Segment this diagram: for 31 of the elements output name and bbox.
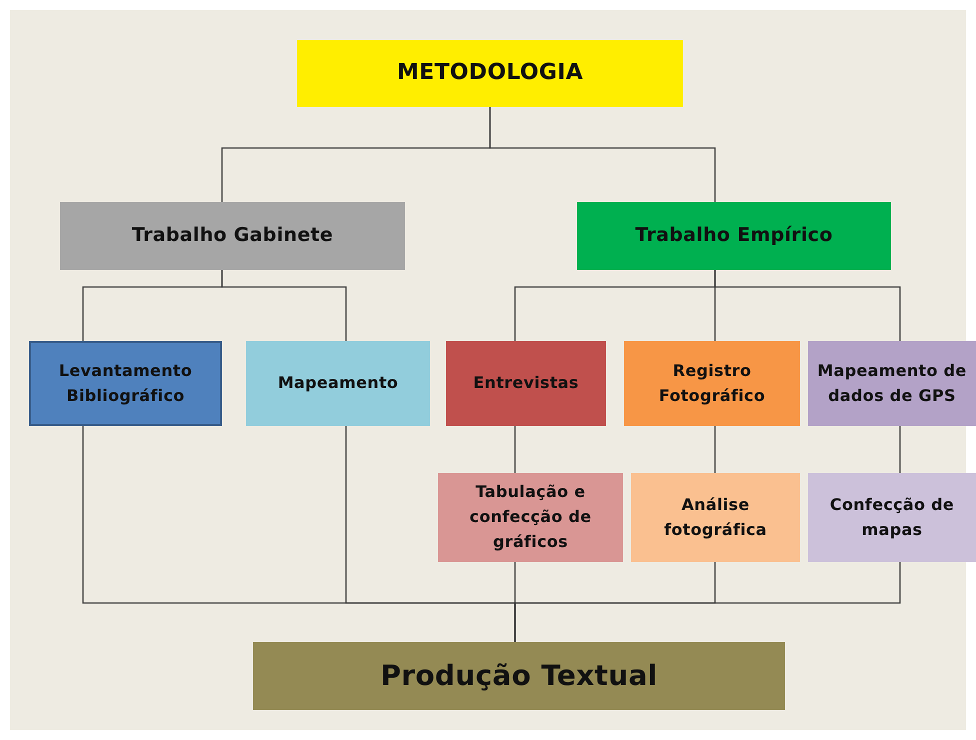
box-label: Registro Fotográfico bbox=[658, 360, 766, 406]
box-label: Mapeamento bbox=[278, 372, 398, 394]
box-label: Trabalho Gabinete bbox=[132, 223, 334, 248]
process-box bbox=[253, 642, 785, 710]
process-box bbox=[631, 473, 800, 562]
process-box bbox=[577, 202, 891, 270]
process-box bbox=[808, 473, 976, 562]
process-box bbox=[808, 341, 976, 426]
connector-line bbox=[714, 270, 901, 341]
process-box bbox=[29, 341, 222, 426]
process-box bbox=[438, 473, 623, 562]
connector-line bbox=[514, 426, 516, 473]
process-box bbox=[246, 341, 430, 426]
connector-line bbox=[899, 426, 901, 473]
connector-line bbox=[714, 426, 716, 473]
box-label: Confecção de mapas bbox=[828, 494, 956, 540]
process-box bbox=[60, 202, 405, 270]
box-label: Entrevistas bbox=[473, 372, 579, 394]
box-label: METODOLOGIA bbox=[396, 59, 584, 88]
connector-line bbox=[221, 270, 347, 341]
box-label: Tabulação e confecção de gráficos bbox=[468, 481, 592, 553]
connector-line bbox=[514, 562, 901, 642]
process-box bbox=[446, 341, 606, 426]
box-label: Produção Textual bbox=[380, 658, 658, 694]
process-box bbox=[624, 341, 800, 426]
box-label: Mapeamento de dados de GPS bbox=[816, 360, 968, 406]
process-box bbox=[297, 40, 683, 107]
box-label: Trabalho Empírico bbox=[635, 223, 833, 248]
box-label: Levantamento Bibliográfico bbox=[58, 360, 194, 406]
connector-line bbox=[489, 107, 716, 202]
box-label: Análise fotográfica bbox=[663, 494, 768, 540]
